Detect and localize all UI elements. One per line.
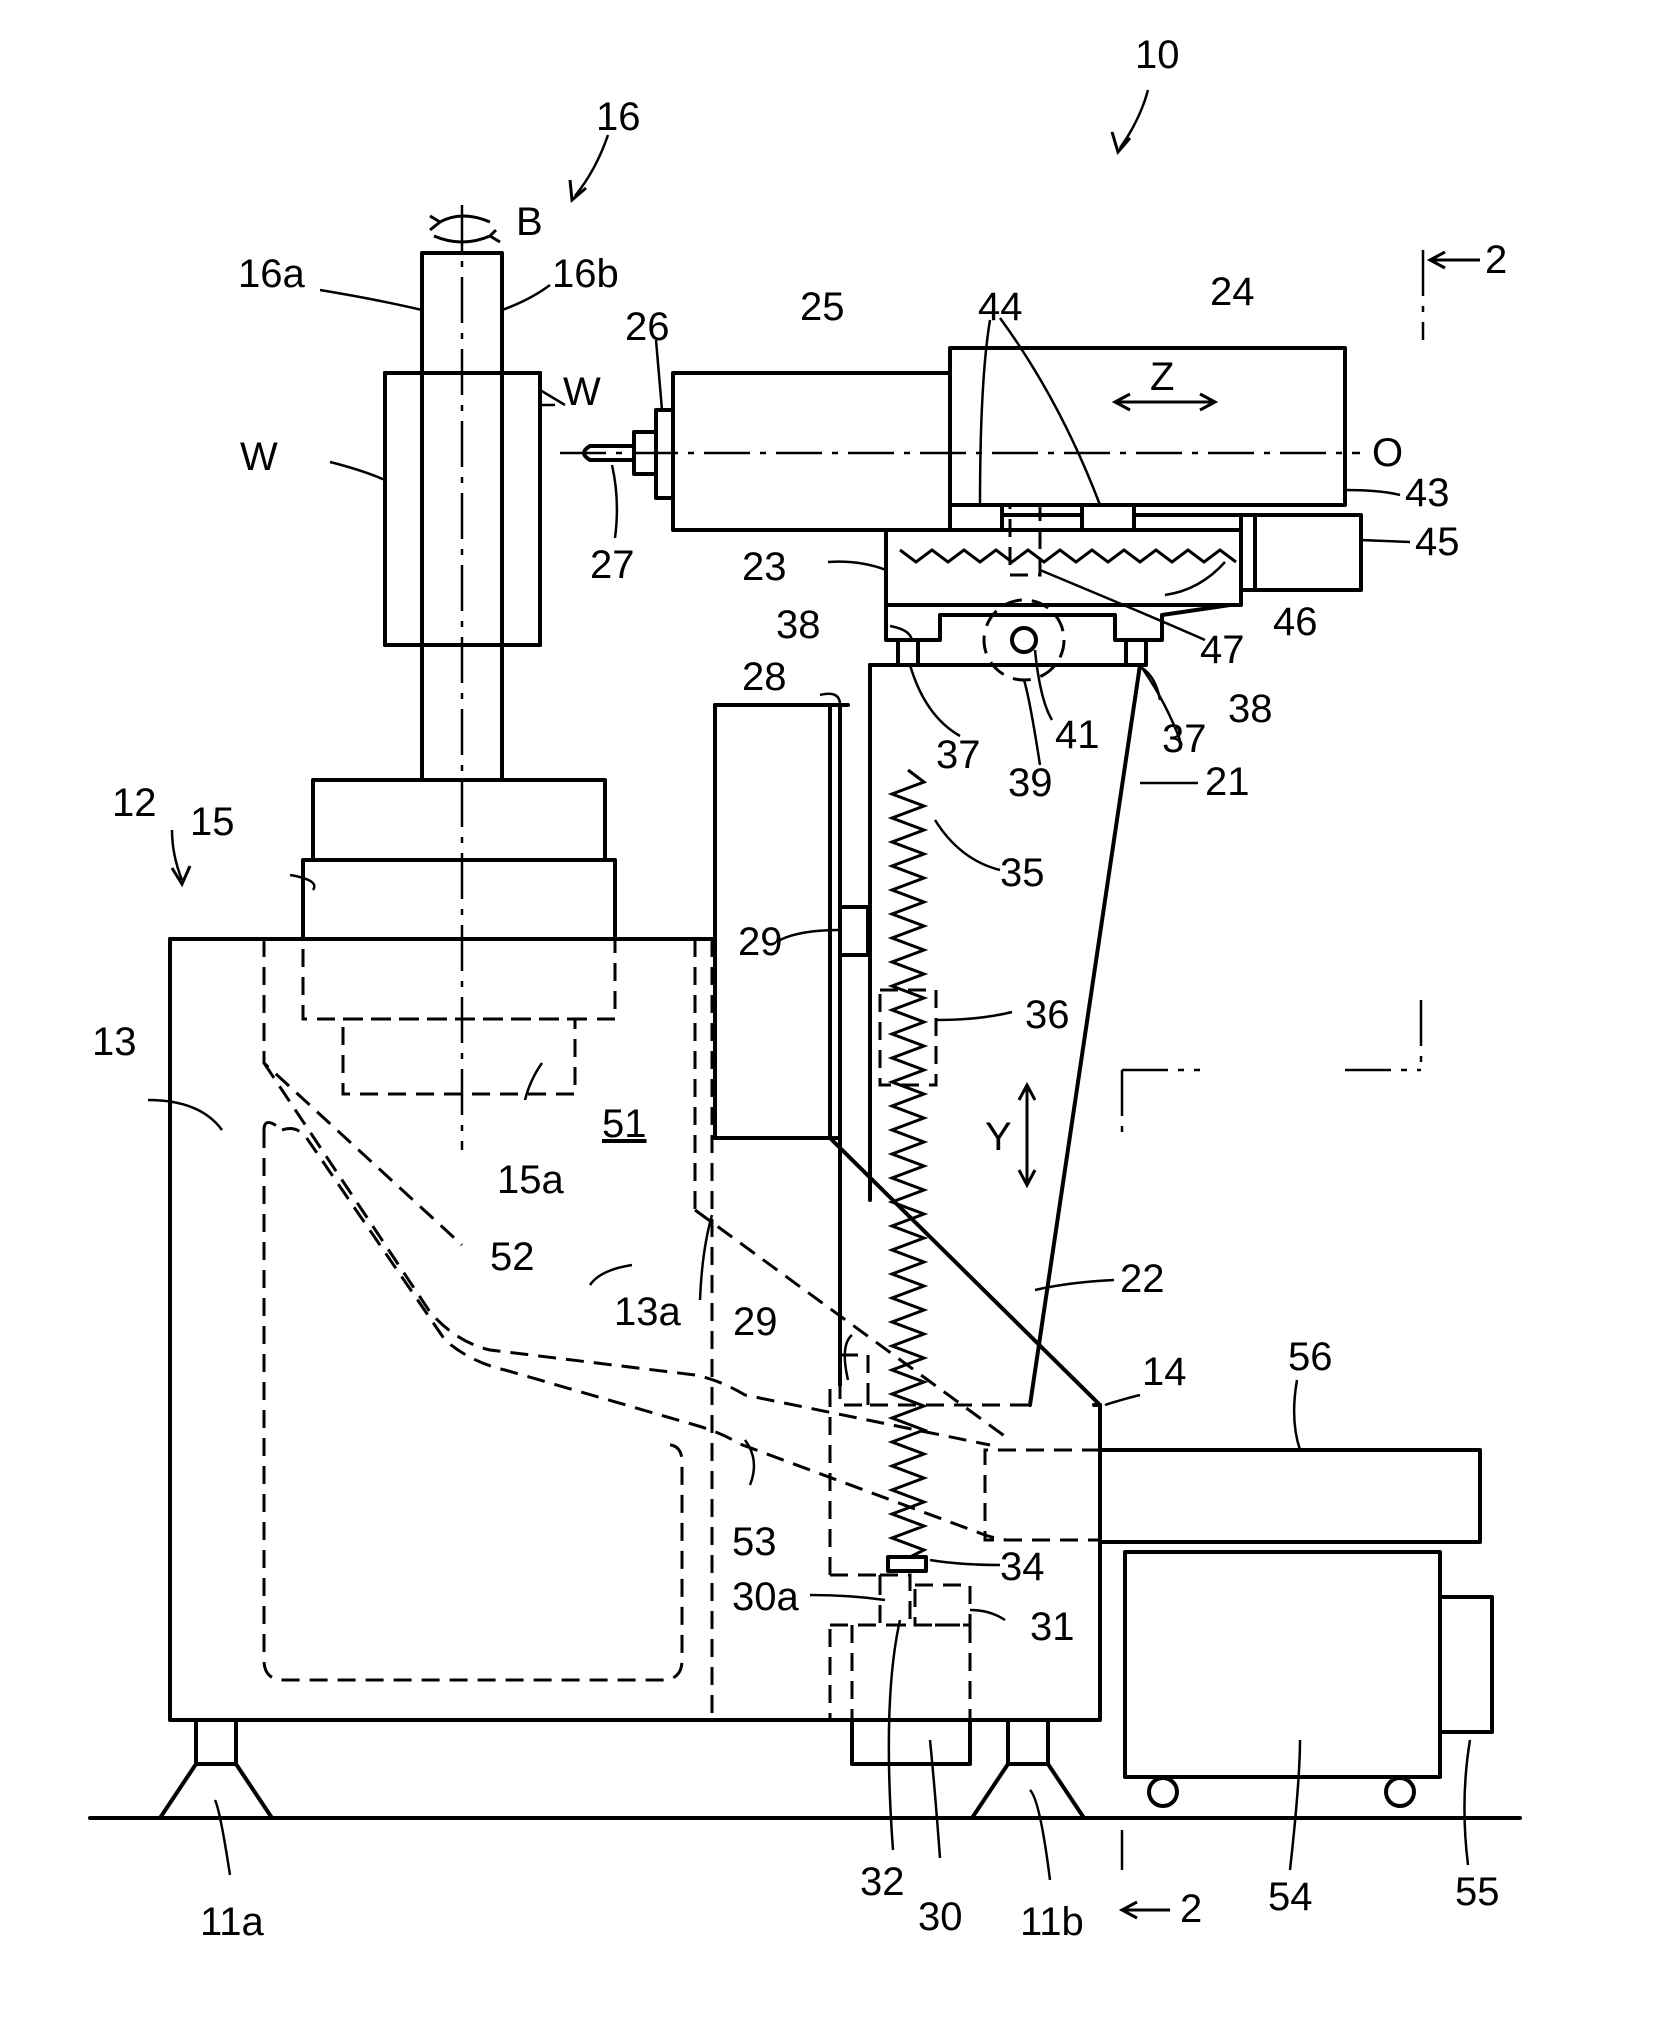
label-15a: 15a <box>497 1158 564 1202</box>
label-23: 23 <box>742 545 787 589</box>
label-16: 16 <box>596 95 641 139</box>
label-22: 22 <box>1120 1257 1165 1301</box>
label-30a: 30a <box>732 1575 799 1619</box>
label-55: 55 <box>1455 1870 1500 1914</box>
label-29-upper: 29 <box>738 920 783 964</box>
label-14: 14 <box>1142 1350 1187 1394</box>
label-16a: 16a <box>238 252 305 296</box>
label-29-lower: 29 <box>733 1300 778 1344</box>
label-13: 13 <box>92 1020 137 1064</box>
label-24: 24 <box>1210 270 1255 314</box>
label-2-bottom: 2 <box>1180 1887 1202 1931</box>
label-12: 12 <box>112 781 157 825</box>
label-25: 25 <box>800 285 845 329</box>
label-26: 26 <box>625 305 670 349</box>
label-b: B <box>516 200 543 244</box>
label-15: 15 <box>190 800 235 844</box>
label-38-right: 38 <box>1228 687 1273 731</box>
label-47: 47 <box>1200 628 1245 672</box>
label-43: 43 <box>1405 471 1450 515</box>
label-36: 36 <box>1025 993 1070 1037</box>
label-16b: 16b <box>552 252 619 296</box>
label-y: Y <box>985 1115 1012 1159</box>
label-37-left: 37 <box>936 733 981 777</box>
label-w-right: W <box>563 370 601 414</box>
label-2-top: 2 <box>1485 238 1507 282</box>
label-21: 21 <box>1205 760 1250 804</box>
label-34: 34 <box>1000 1545 1045 1589</box>
label-o: O <box>1372 431 1403 475</box>
label-27: 27 <box>590 543 635 587</box>
label-35: 35 <box>1000 851 1045 895</box>
label-51: 51 <box>602 1102 647 1146</box>
label-38-left: 38 <box>776 603 821 647</box>
label-11b: 11b <box>1020 1900 1084 1944</box>
label-45: 45 <box>1415 520 1460 564</box>
label-10: 10 <box>1135 33 1180 77</box>
label-54: 54 <box>1268 1875 1313 1919</box>
label-44: 44 <box>978 285 1023 329</box>
label-31: 31 <box>1030 1605 1075 1649</box>
label-56: 56 <box>1288 1335 1333 1379</box>
label-11a: 11a <box>200 1900 265 1944</box>
label-37-right: 37 <box>1162 717 1207 761</box>
label-30: 30 <box>918 1895 963 1939</box>
label-z: Z <box>1150 355 1174 399</box>
label-46: 46 <box>1273 600 1318 644</box>
label-52: 52 <box>490 1235 535 1279</box>
label-32: 32 <box>860 1860 905 1904</box>
label-w-left: W <box>240 435 278 479</box>
label-41: 41 <box>1055 713 1100 757</box>
label-28: 28 <box>742 655 787 699</box>
label-53: 53 <box>732 1520 777 1564</box>
label-39: 39 <box>1008 761 1053 805</box>
label-13a: 13a <box>614 1290 681 1334</box>
